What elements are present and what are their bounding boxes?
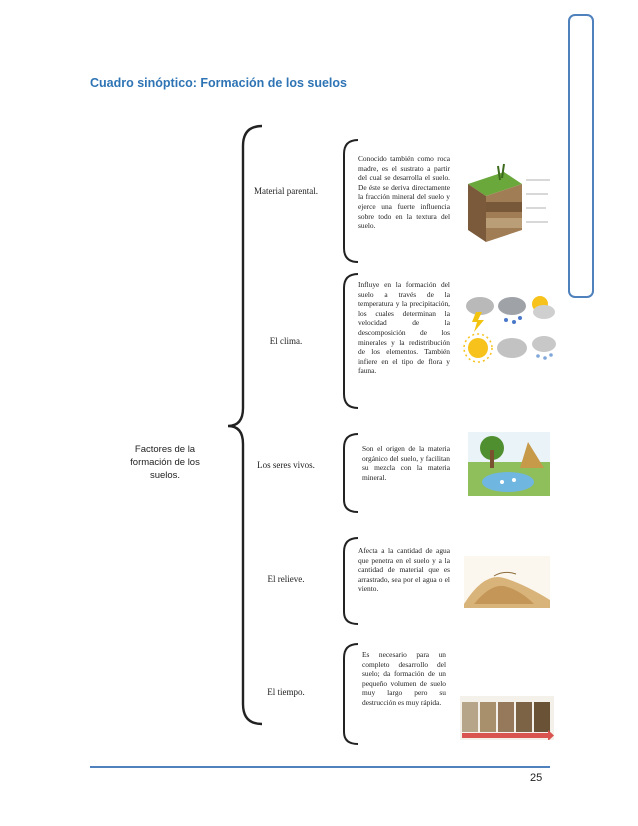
description-relieve: Afecta a la cantidad de agua que penetra… bbox=[358, 546, 450, 594]
hill-landscape-image bbox=[464, 556, 550, 608]
ecosystem-illustration-image bbox=[468, 432, 550, 496]
page-number: 25 bbox=[530, 772, 543, 784]
factor-label-material-parental: Material parental. bbox=[254, 186, 318, 196]
bracket-tiempo bbox=[343, 643, 359, 745]
sun-cloud-icon bbox=[532, 296, 555, 319]
description-seres-vivos: Son el origen de la materia orgánico del… bbox=[362, 444, 450, 482]
factor-label-relieve: El relieve. bbox=[267, 574, 305, 584]
description-tiempo: Es necesario para un completo desarrollo… bbox=[362, 650, 446, 707]
cloud-icon bbox=[497, 338, 527, 358]
page-title: Cuadro sinóptico: Formación de los suelo… bbox=[90, 76, 347, 90]
bracket-relieve bbox=[343, 537, 359, 625]
footer-rule bbox=[90, 766, 550, 768]
sun-icon bbox=[463, 333, 493, 363]
factor-label-seres-vivos: Los seres vivos. bbox=[257, 460, 315, 470]
cloud-snow-icon bbox=[532, 336, 556, 360]
root-label: Factores de la formación de los suelos. bbox=[130, 444, 200, 481]
bracket-material-parental bbox=[343, 139, 359, 263]
cloud-storm-icon bbox=[466, 297, 494, 332]
soil-profile-block-image bbox=[468, 163, 550, 242]
weather-icons-image bbox=[463, 296, 556, 363]
factor-label-clima: El clima. bbox=[269, 336, 303, 346]
main-brace bbox=[227, 124, 263, 726]
description-clima: Influye en la formación del suelo a trav… bbox=[358, 280, 450, 376]
factor-label-tiempo: El tiempo. bbox=[267, 687, 305, 697]
cloud-rain-icon bbox=[498, 297, 526, 324]
soil-timeline-image bbox=[460, 696, 554, 740]
description-material-parental: Conocido también como roca madre, es el … bbox=[358, 154, 450, 231]
sidebar-tab bbox=[568, 14, 594, 298]
bracket-clima bbox=[343, 273, 359, 409]
bracket-seres-vivos bbox=[343, 433, 359, 513]
